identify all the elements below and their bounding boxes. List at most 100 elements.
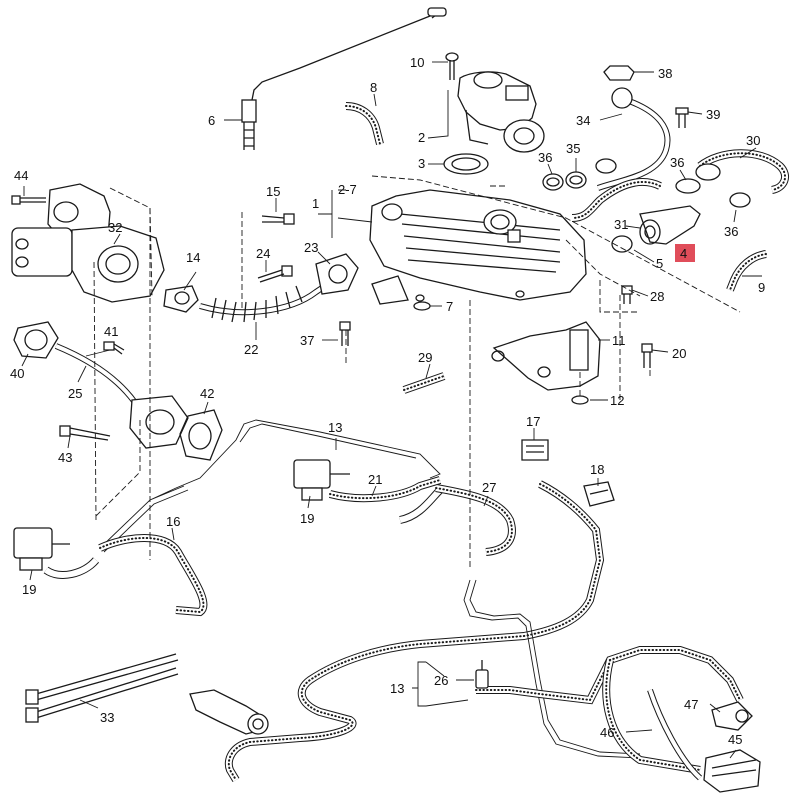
part-23-flange[interactable] [315, 253, 359, 295]
part-14-gasket[interactable] [163, 285, 199, 313]
callout-24: 24 [256, 246, 270, 261]
callout-leaders [21, 61, 762, 759]
part-vacuum-actuator-pipe[interactable] [189, 689, 269, 735]
callout-14: 14 [186, 250, 200, 265]
callout-33: 33 [100, 710, 114, 725]
callout-18: 18 [590, 462, 604, 477]
part-17-clip[interactable] [521, 439, 549, 461]
part-47-valve[interactable] [711, 701, 753, 731]
part-6-dipstick[interactable] [241, 7, 447, 150]
part-44-bolt[interactable] [11, 195, 46, 205]
callout-39: 39 [706, 107, 720, 122]
part-45-actuator[interactable] [703, 749, 761, 793]
part-36-clamp-c[interactable] [675, 178, 701, 194]
callout-26: 26 [434, 673, 448, 688]
callout-4: 4 [680, 246, 687, 261]
part-11-bracket[interactable] [491, 321, 601, 391]
callout-5: 5 [656, 256, 663, 271]
part-39-screw[interactable] [675, 107, 689, 128]
callout-4-highlight [675, 244, 695, 262]
callout-labels: 10 38 6 8 39 34 2 3 36 35 30 36 44 15 1 … [10, 55, 765, 747]
part-42-gasket[interactable] [179, 409, 223, 461]
callout-27: 27 [482, 480, 496, 495]
part-35-clamp[interactable] [565, 171, 587, 189]
part-7-washer[interactable] [413, 301, 431, 311]
callout-23: 23 [304, 240, 318, 255]
part-10-bolt[interactable] [445, 52, 459, 80]
callout-20: 20 [672, 346, 686, 361]
part-36-clamp-b[interactable] [595, 158, 617, 174]
part-41-bolt[interactable] [103, 341, 125, 355]
callout-19-a: 19 [300, 511, 314, 526]
part-19-solenoid-b[interactable] [13, 527, 70, 571]
part-22-flex-pipe[interactable] [199, 273, 342, 323]
part-36-clamp-a[interactable] [542, 173, 564, 191]
callout-29: 29 [418, 350, 432, 365]
callout-41: 41 [104, 324, 118, 339]
callout-42: 42 [200, 386, 214, 401]
part-27-hose[interactable] [435, 484, 516, 556]
part-29-sleeve[interactable] [402, 372, 446, 394]
callout-2-7: 2-7 [338, 182, 357, 197]
callout-15: 15 [266, 184, 280, 199]
callout-3: 3 [418, 156, 425, 171]
callout-37: 37 [300, 333, 314, 348]
callout-6: 6 [208, 113, 215, 128]
part-3-gasket[interactable] [443, 153, 489, 175]
part-32-throttle-body[interactable] [11, 183, 165, 303]
callout-12: 12 [610, 393, 624, 408]
part-34-coolant-pipe[interactable] [596, 87, 671, 191]
egr-cooler-assembly[interactable] [369, 189, 587, 305]
part-20-bolt[interactable] [641, 343, 653, 368]
callout-2: 2 [418, 130, 425, 145]
part-15-bolt[interactable] [261, 213, 295, 225]
part-5-oring[interactable] [611, 235, 633, 253]
part-hose-coolant-link[interactable] [571, 178, 662, 222]
part-37-bolt[interactable] [339, 321, 351, 346]
part-24-bolt[interactable] [257, 265, 293, 283]
part-19-solenoid-a[interactable] [293, 459, 350, 501]
callout-22: 22 [244, 342, 258, 357]
callout-40: 40 [10, 366, 24, 381]
callout-13-b: 13 [390, 681, 404, 696]
part-hose-21-lower[interactable] [398, 487, 443, 524]
part-13-main-vacuum-network[interactable] [224, 480, 744, 783]
part-25-pipe[interactable] [54, 343, 189, 449]
part-4-adapter[interactable] [639, 205, 701, 245]
part-21-hose[interactable] [328, 476, 442, 503]
callout-46: 46 [600, 725, 614, 740]
callout-36-b: 36 [670, 155, 684, 170]
part-2-egr-valve[interactable] [457, 71, 545, 153]
callout-45: 45 [728, 732, 742, 747]
part-30-hose[interactable] [695, 149, 790, 194]
callout-35: 35 [566, 141, 580, 156]
callout-43: 43 [58, 450, 72, 465]
part-40-gasket[interactable] [13, 321, 59, 359]
callout-8: 8 [370, 80, 377, 95]
part-33-cable-ties[interactable] [25, 653, 179, 723]
reference-lines [93, 175, 741, 570]
part-hose-19b-link[interactable] [43, 557, 100, 579]
callout-16: 16 [166, 514, 180, 529]
part-46-hose[interactable] [647, 689, 703, 781]
part-9-hose[interactable] [726, 250, 767, 292]
callout-32: 32 [108, 220, 122, 235]
callout-25: 25 [68, 386, 82, 401]
part-26-check-valve[interactable] [475, 660, 489, 689]
part-28-bolt[interactable] [621, 285, 633, 304]
part-12-washer[interactable] [571, 395, 589, 405]
part-18-clip[interactable] [583, 481, 615, 507]
callout-44: 44 [14, 168, 28, 183]
part-8-hose[interactable] [345, 102, 384, 145]
callout-9: 9 [758, 280, 765, 295]
callout-7: 7 [446, 299, 453, 314]
part-38-clip[interactable] [603, 65, 635, 81]
part-36-clamp-d[interactable] [729, 192, 751, 208]
callout-13-a: 13 [328, 420, 342, 435]
callout-11: 11 [612, 333, 626, 348]
part-43-bolt[interactable] [59, 425, 111, 441]
part-16-hose[interactable] [98, 534, 208, 617]
callout-19-b: 19 [22, 582, 36, 597]
callout-36-c: 36 [724, 224, 738, 239]
